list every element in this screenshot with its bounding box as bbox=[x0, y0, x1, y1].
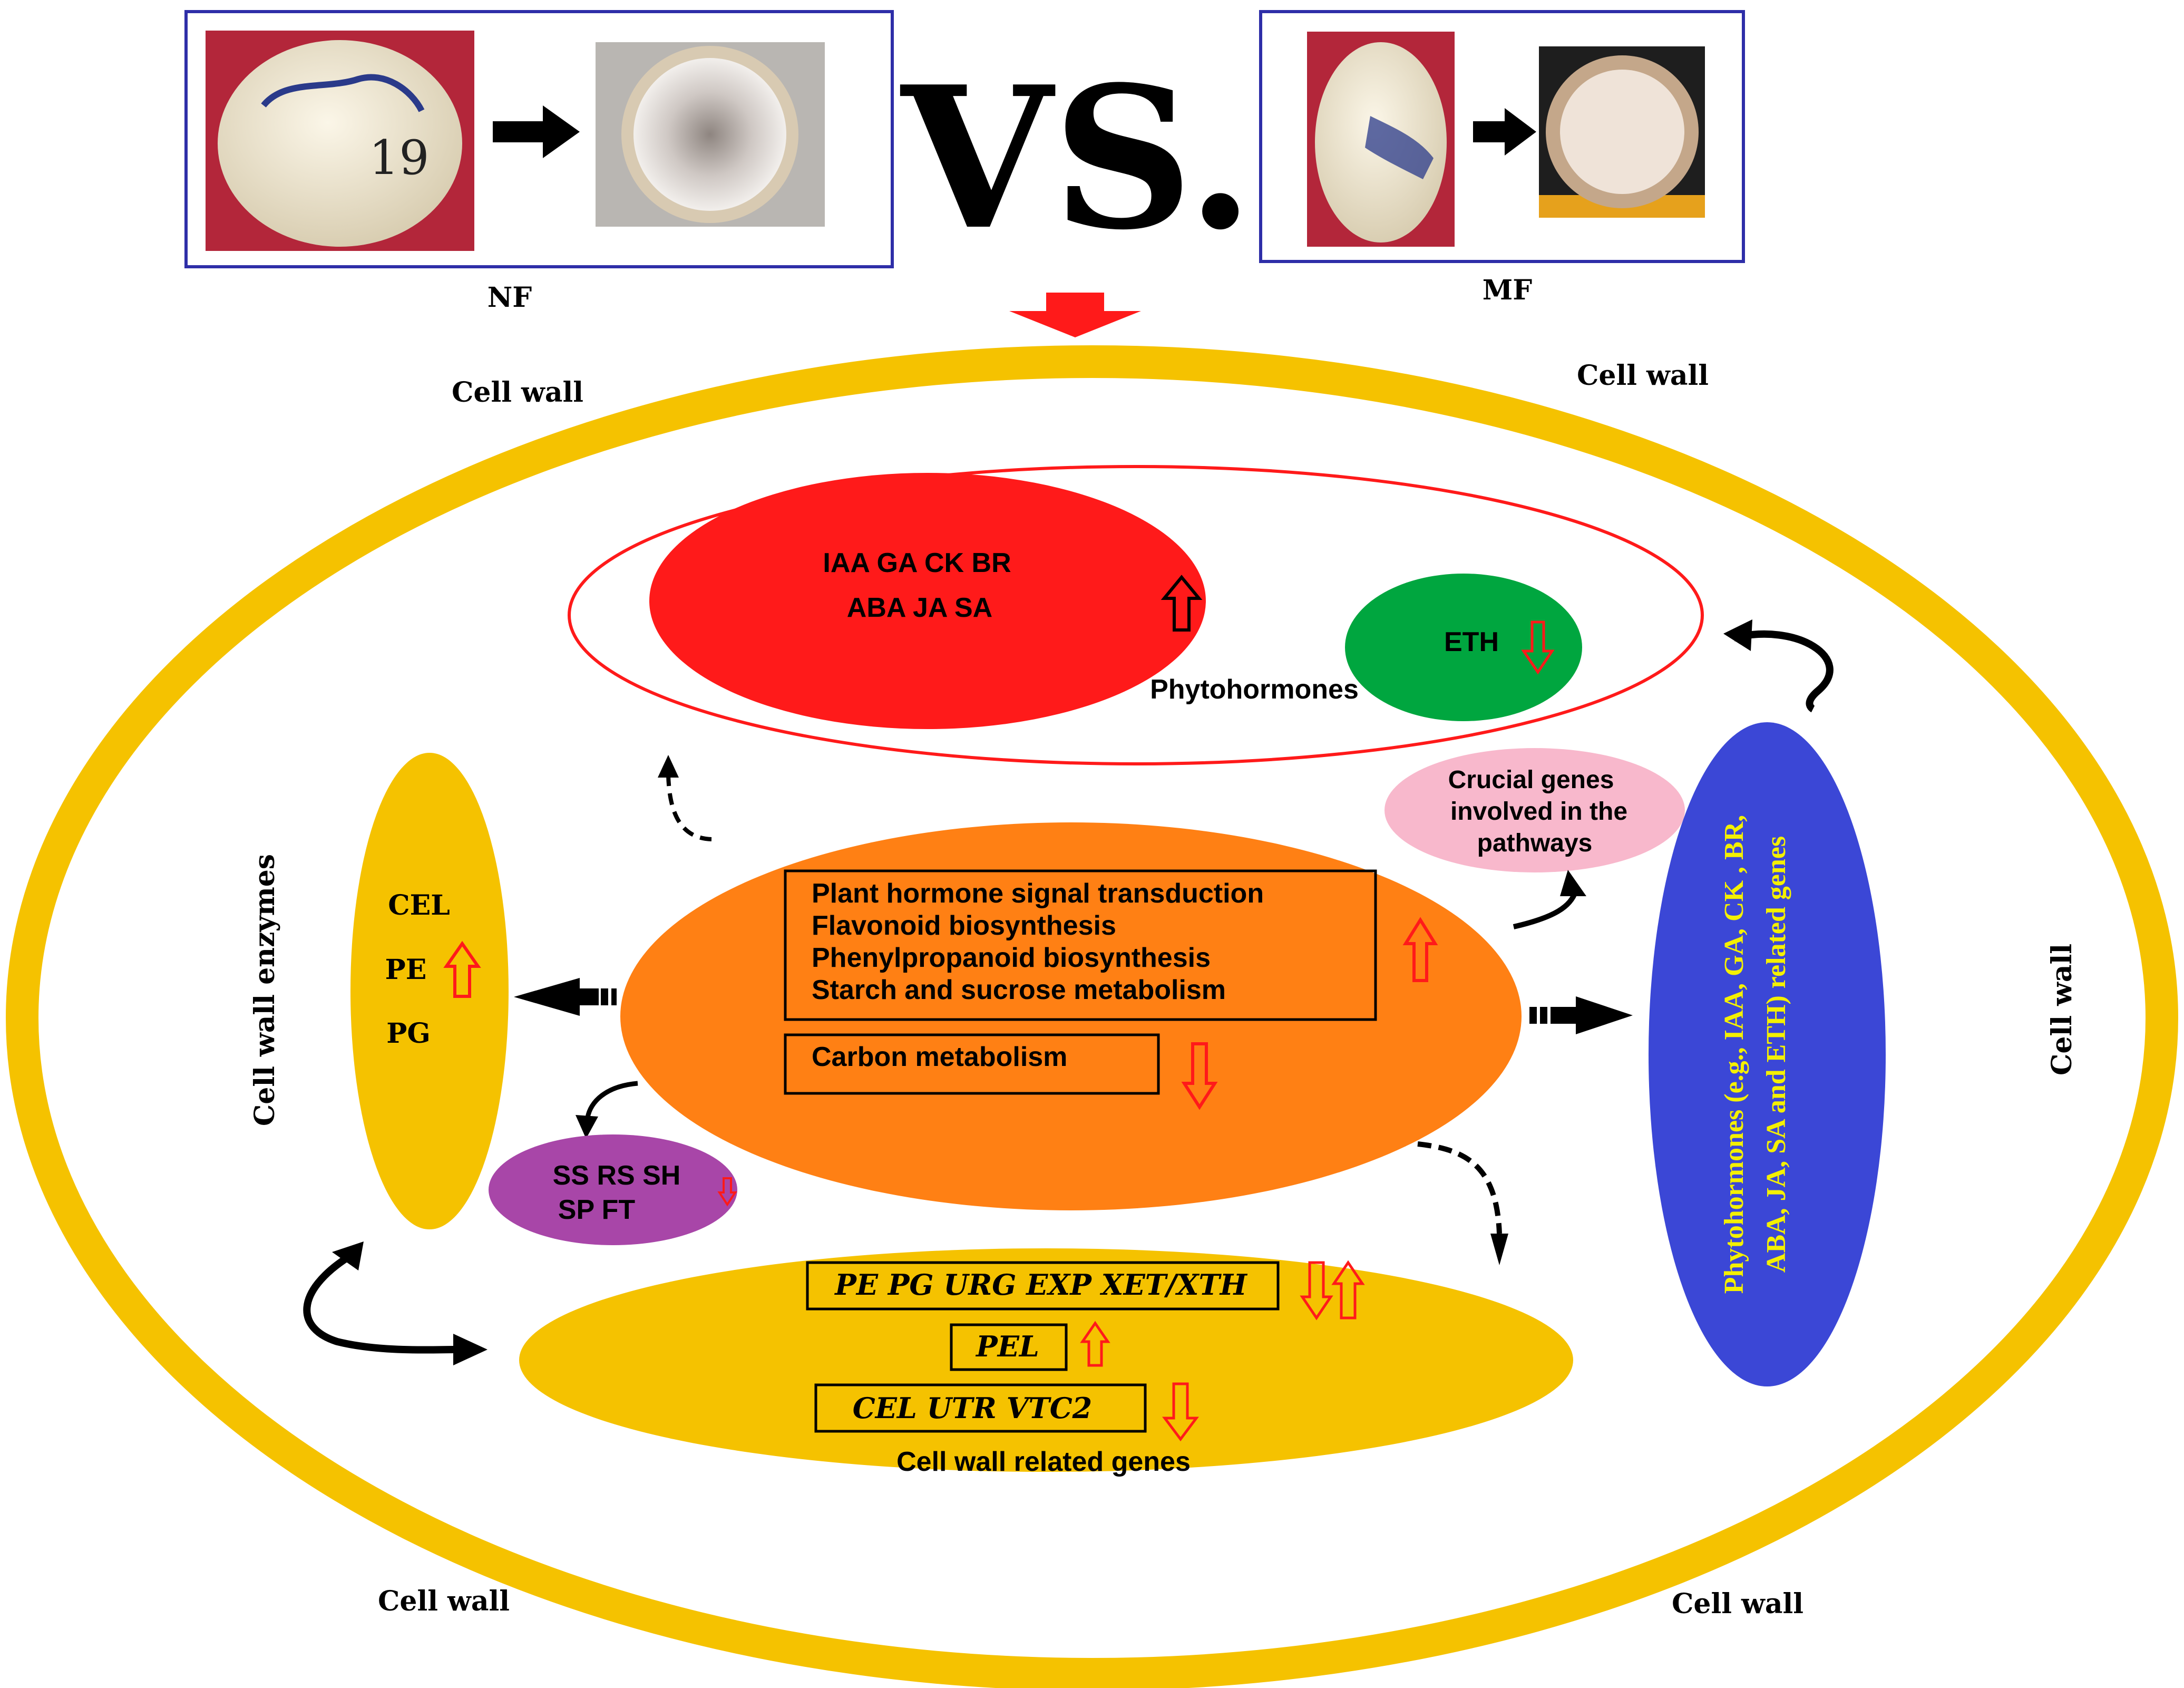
pathway-item-1: Plant hormone signal transduction bbox=[812, 878, 1264, 909]
genes-box-1 bbox=[806, 1261, 1280, 1311]
cell-wall-label-top-right: Cell wall bbox=[1577, 360, 1709, 392]
pathways-ellipse bbox=[620, 822, 1522, 1210]
up-hormones-ellipse bbox=[649, 473, 1206, 729]
up-hormones-line1: IAA GA CK BR bbox=[823, 548, 1011, 578]
mf-photo-panel bbox=[1259, 10, 1745, 263]
genes-box-2 bbox=[950, 1323, 1068, 1371]
phytohormone-genes-ellipse bbox=[1649, 722, 1886, 1386]
sugars-ellipse bbox=[489, 1134, 737, 1245]
down-arrow-icon bbox=[1181, 1042, 1218, 1110]
down-arrow-icon bbox=[1009, 293, 1141, 337]
left-arrowhead-icon bbox=[514, 978, 580, 1016]
mf-panel-frame bbox=[1259, 10, 1745, 263]
curve-arrowhead-top-icon bbox=[332, 1241, 364, 1270]
feedback-arrowhead-icon bbox=[1723, 619, 1752, 651]
mf-arrow-icon bbox=[1473, 108, 1536, 156]
dashed-connector bbox=[666, 774, 712, 841]
up-pathways-box bbox=[784, 869, 1377, 1021]
mf-label: MF bbox=[1483, 274, 1533, 306]
down-arrow-icon bbox=[1300, 1261, 1333, 1321]
nf-panel-frame bbox=[184, 10, 894, 268]
cell-wall-label-right: Cell wall bbox=[2046, 944, 2078, 1075]
nf-whole-coconut-photo: 19 bbox=[206, 31, 474, 251]
nf-photo-panel: 19 bbox=[184, 10, 894, 268]
pathway-item-3: Phenylpropanoid biosynthesis bbox=[812, 943, 1211, 973]
crucial-genes-line2: involved in the bbox=[1450, 798, 1627, 826]
down-arrow-icon bbox=[1521, 620, 1555, 675]
mf-whole-coconut-photo bbox=[1307, 32, 1455, 247]
cell-wall-label-top-left: Cell wall bbox=[452, 376, 583, 409]
enzyme-pe: PE bbox=[385, 954, 427, 986]
nf-arrow-icon bbox=[493, 105, 580, 158]
down-pathways-box bbox=[784, 1033, 1160, 1095]
feedback-curve bbox=[1733, 630, 1834, 713]
genes-row2: PEL bbox=[975, 1330, 1039, 1363]
cell-wall-enzymes-title: Cell wall enzymes bbox=[249, 854, 281, 1126]
up-arrow-icon bbox=[1161, 575, 1203, 632]
cell-wall-genes-title: Cell wall related genes bbox=[896, 1447, 1191, 1477]
up-hormones-line2: ABA JA SA bbox=[847, 593, 992, 623]
crucial-connector bbox=[1513, 890, 1578, 929]
cell-wall-label-bottom-right: Cell wall bbox=[1672, 1588, 1803, 1620]
eth-label: ETH bbox=[1444, 627, 1499, 657]
pathway-item-2: Flavonoid biosynthesis bbox=[812, 910, 1116, 941]
mf-cut-coconut-photo bbox=[1539, 46, 1705, 218]
down-arrow-icon bbox=[1162, 1382, 1199, 1442]
crucial-genes-line3: pathways bbox=[1477, 829, 1593, 857]
down-arrow-icon bbox=[717, 1177, 737, 1207]
crucial-genes-line1: Crucial genes bbox=[1448, 766, 1614, 794]
vs-label: VS. bbox=[898, 44, 1254, 273]
up-arrow-icon bbox=[443, 940, 481, 998]
crucial-genes-ellipse bbox=[1384, 748, 1685, 872]
genes-row3: CEL UTR VTC2 bbox=[853, 1391, 1093, 1425]
nf-label: NF bbox=[487, 282, 532, 314]
enzyme-cel: CEL bbox=[388, 889, 450, 921]
genes-row1: PE PG URG EXP XET/XTH bbox=[834, 1268, 1247, 1302]
right-arrowhead-icon bbox=[1576, 996, 1633, 1034]
enzyme-pg: PG bbox=[386, 1017, 431, 1050]
phytohormones-title: Phytohormones bbox=[1150, 674, 1359, 705]
cell-wall-label-bottom-left: Cell wall bbox=[378, 1585, 510, 1617]
eth-ellipse bbox=[1345, 574, 1582, 721]
cell-wall-enzymes-ellipse bbox=[350, 753, 509, 1229]
up-arrow-icon bbox=[1402, 917, 1438, 982]
genes-arrowhead-icon bbox=[1490, 1234, 1508, 1265]
up-arrow-icon bbox=[1080, 1321, 1110, 1367]
left-dashed-arrow bbox=[514, 978, 617, 1016]
svg-text:19: 19 bbox=[369, 130, 430, 186]
bidirectional-curve bbox=[303, 1254, 454, 1354]
genes-dashed-connector bbox=[1417, 1141, 1502, 1234]
right-dashed-arrow bbox=[1529, 996, 1633, 1034]
sugars-connector bbox=[585, 1081, 638, 1118]
pathway-item-carbon: Carbon metabolism bbox=[812, 1042, 1067, 1072]
sugars-line2: SP FT bbox=[558, 1195, 636, 1225]
curve-arrowhead-right-icon bbox=[453, 1334, 487, 1365]
cell-wall-ring bbox=[6, 345, 2178, 1688]
sugars-line1: SS RS SH bbox=[553, 1160, 681, 1191]
genes-box-3 bbox=[814, 1383, 1147, 1433]
cell-wall-genes-ellipse bbox=[519, 1248, 1573, 1472]
crucial-arrowhead-icon bbox=[1560, 870, 1586, 896]
pathway-item-4: Starch and sucrose metabolism bbox=[812, 975, 1226, 1005]
dashed-arrowhead-icon bbox=[658, 755, 679, 778]
phytohormone-genes-line1: Phytohormones (e.g., IAA, GA, CK , BR, bbox=[1719, 815, 1749, 1294]
phytohormone-genes-line2: ABA, JA, SA and ETH) related genes bbox=[1761, 836, 1791, 1273]
up-arrow-icon bbox=[1331, 1260, 1365, 1320]
sugars-arrowhead-icon bbox=[576, 1115, 598, 1139]
nf-cut-coconut-photo bbox=[596, 42, 825, 227]
